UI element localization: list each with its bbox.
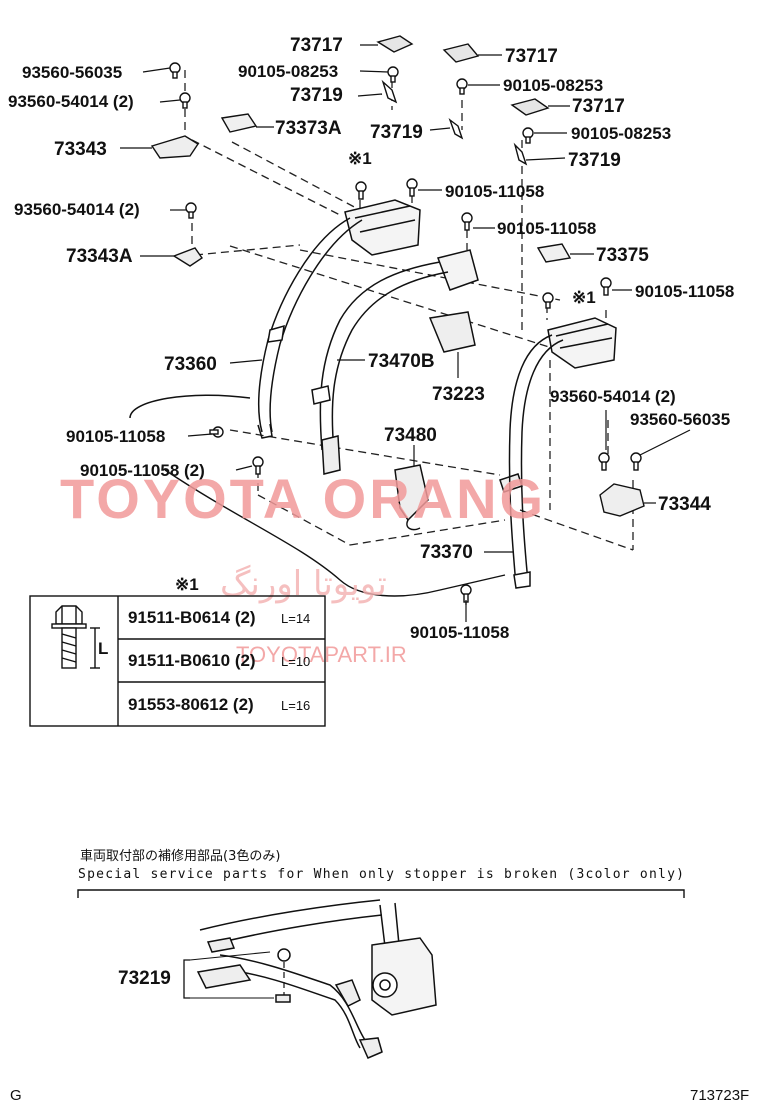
label-73343a: 73343A [66, 246, 133, 267]
anchor-block [437, 249, 479, 291]
label-93560-54014-2-a: 93560-54014 (2) [8, 92, 134, 111]
bolt-row-1-part: 91511-B0614 (2) [128, 608, 256, 627]
label-73343: 73343 [54, 139, 107, 160]
cap-73717-b [442, 43, 480, 63]
label-73717-a: 73717 [290, 35, 343, 56]
bolt-table: ※1 L 91511-B0614 (2) L=14 91511-B0610 (2… [29, 575, 326, 727]
label-73373a: 73373A [275, 118, 342, 139]
label-90105-08253-a: 90105-08253 [238, 62, 338, 81]
belt-webbing [129, 217, 564, 589]
label-90105-11058-b: 90105-11058 [497, 219, 596, 238]
label-73480: 73480 [384, 425, 437, 446]
label-93560-54014-2-b: 93560-54014 (2) [14, 200, 140, 219]
buckle-73223 [428, 311, 476, 353]
leader-lines [120, 44, 691, 622]
cap-73717-c [510, 98, 550, 116]
label-73375: 73375 [596, 245, 649, 266]
bolt-row-2-part: 91511-B0610 (2) [128, 651, 256, 670]
footer-left: G [10, 1087, 22, 1104]
label-73344: 73344 [658, 494, 711, 515]
label-90105-11058-2: 90105-11058 (2) [80, 461, 205, 480]
bolt-icons [169, 62, 642, 603]
watermarks: TOYOTA ORANG تویوتا اورنگ TOYOTAPART.IR [60, 467, 546, 667]
label-73719-a: 73719 [290, 85, 343, 106]
label-73470b: 73470B [368, 351, 435, 372]
watermark-site: TOYOTAPART.IR [236, 642, 407, 667]
buckle-73480 [394, 464, 429, 522]
watermark-main: TOYOTA ORANG [60, 467, 546, 530]
cap-73717-a [376, 35, 414, 53]
anchor-cover-73343 [150, 135, 199, 159]
label-93560-56035-a: 93560-56035 [22, 63, 122, 82]
label-93560-56035-b: 93560-56035 [630, 410, 730, 429]
bolt-length-icon [51, 605, 100, 669]
label-90105-11058-e: 90105-11058 [410, 623, 509, 642]
label-mark1-b: ※1 [572, 288, 596, 307]
retractor-right [547, 317, 617, 369]
service-note-english: Special service parts for When only stop… [78, 867, 684, 882]
label-90105-11058-d: 90105-11058 [66, 427, 165, 446]
label-90105-08253-c: 90105-08253 [571, 124, 671, 143]
label-90105-11058-a: 90105-11058 [445, 182, 544, 201]
anchor-cover-73344 [599, 483, 645, 517]
clip-73719-c [513, 142, 528, 166]
clip-73719-a [381, 79, 398, 104]
label-90105-08253-b: 90105-08253 [503, 76, 603, 95]
part-shapes [150, 35, 645, 603]
label-73719-c: 73719 [568, 150, 621, 171]
label-mark1-a: ※1 [348, 149, 372, 168]
label-73717-b: 73717 [505, 46, 558, 67]
label-73223: 73223 [432, 384, 485, 405]
service-section: 車両取付部の補修用部品(3色のみ) Special service parts … [77, 848, 685, 1059]
label-73717-c: 73717 [572, 96, 625, 117]
label-73719-b: 73719 [370, 122, 423, 143]
label-73219: 73219 [118, 968, 171, 989]
floor-outline-line [164, 469, 506, 597]
table-mark1: ※1 [175, 575, 199, 594]
belt-assemblies [344, 199, 617, 531]
label-73370: 73370 [420, 542, 473, 563]
footer-right: 713723F [690, 1087, 749, 1104]
bolt-row-1-length: L=14 [281, 611, 310, 626]
service-note-japanese: 車両取付部の補修用部品(3色のみ) [80, 848, 280, 864]
label-93560-54014-2-c: 93560-54014 (2) [550, 387, 676, 406]
dashed-guide-lines [184, 70, 634, 605]
clip-73719-b [448, 118, 464, 140]
label-90105-11058-c: 90105-11058 [635, 282, 734, 301]
bolt-length-symbol: L [98, 639, 108, 658]
label-73360: 73360 [164, 354, 217, 375]
bolt-row-3-part: 91553-80612 (2) [128, 695, 254, 714]
retractor-closeup [196, 899, 437, 1059]
footer: G 713723F [10, 1087, 749, 1104]
watermark-persian: تویوتا اورنگ [220, 564, 387, 604]
anchor-cover-73343a [172, 247, 203, 267]
bolt-row-3-length: L=16 [281, 698, 310, 713]
cover-73375 [536, 243, 572, 263]
cover-73373a [220, 113, 258, 133]
part-labels: 73717 73717 73717 93560-56035 90105-0825… [8, 35, 734, 642]
bolt-row-2-length: L=10 [281, 654, 310, 669]
